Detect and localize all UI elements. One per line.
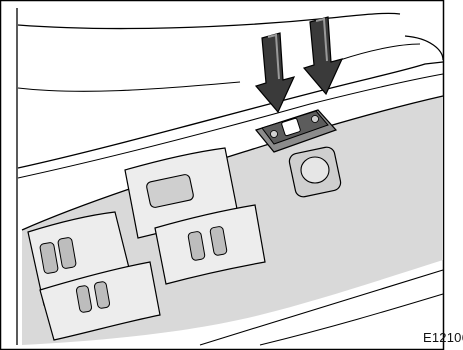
window-switch-bank (27, 147, 266, 341)
tray-bottom-line (199, 269, 444, 346)
door-trim-upper-line (17, 81, 241, 92)
panel-curve-right-2 (339, 43, 421, 61)
switch-tray-edge (21, 95, 444, 231)
figure-code: E12106 (423, 330, 463, 345)
armrest-top-edge-inner (17, 73, 444, 179)
tray-bottom-line-2 (259, 293, 444, 346)
window-lock-switch (254, 109, 338, 153)
mirror-control-knob (288, 146, 342, 198)
press-arrows (254, 16, 344, 114)
panel-curve-right (404, 35, 444, 61)
door-trim-top-line (17, 12, 401, 30)
